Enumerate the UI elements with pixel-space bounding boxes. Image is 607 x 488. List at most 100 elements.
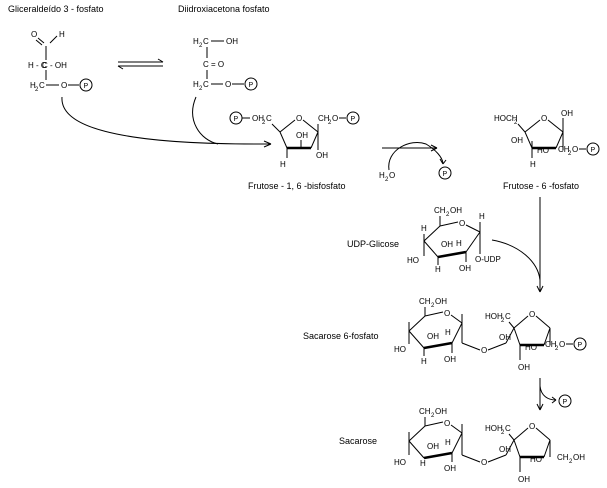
svg-text:O: O [389, 171, 395, 180]
svg-text:CH: CH [434, 206, 446, 215]
svg-text:OH: OH [427, 332, 439, 341]
svg-text:OH: OH [518, 363, 530, 372]
phosphate-circle [79, 78, 93, 92]
svg-text:H: H [193, 37, 199, 46]
water-label: H [379, 171, 385, 180]
svg-text:H: H [445, 328, 451, 337]
svg-text:OH: OH [518, 475, 530, 484]
svg-text:OH: OH [573, 453, 585, 462]
svg-text:H: H [59, 30, 65, 39]
svg-text:HO: HO [525, 343, 537, 352]
svg-text:OH: OH [444, 464, 456, 473]
dephosphorylation-arrow: P [536, 378, 572, 411]
svg-text:P: P [249, 82, 254, 89]
svg-text:OH: OH [561, 109, 573, 118]
sacarose-label: Sacarose [339, 436, 377, 446]
svg-text:HOH: HOH [485, 312, 503, 321]
svg-text:O: O [31, 30, 37, 39]
svg-text:O: O [459, 219, 465, 228]
diidroxiacetona-structure: H 2 C OH C = O H 2 C O P [193, 37, 258, 92]
diidroxiacetona-label: Diidroxiacetona fosfato [178, 4, 270, 14]
svg-text:O-UDP: O-UDP [475, 255, 501, 264]
svg-text:OH: OH [427, 442, 439, 451]
sacarose-structure: CH 2 OH O OH H HO H OH O HOH 2 C O [394, 407, 585, 484]
svg-text:HO: HO [394, 458, 406, 467]
svg-text:2: 2 [328, 120, 332, 126]
svg-text:OH: OH [511, 136, 523, 145]
released-phosphate-2 [558, 394, 572, 408]
svg-text:H: H [435, 265, 441, 274]
svg-text:2: 2 [385, 177, 389, 183]
equilibrium-arrows [117, 58, 164, 70]
svg-text:O: O [444, 419, 450, 428]
svg-text:OH: OH [252, 114, 264, 123]
svg-text:OH: OH [316, 151, 328, 160]
svg-text:P: P [591, 147, 596, 154]
svg-text:O: O [481, 458, 487, 467]
frutose-6-fosfato-label: Frutose - 6 -fosfato [503, 181, 579, 191]
svg-text:H: H [420, 459, 426, 468]
sacarose-6-fosfato-structure: CH 2 OH O OH H HO H OH O HOH 2 C O [394, 297, 587, 372]
svg-text:O: O [541, 114, 547, 123]
svg-text:P: P [578, 342, 583, 349]
udp-glicose-structure: CH 2 OH O H O-UDP H OH H HO H OH [407, 206, 501, 274]
svg-text:P: P [563, 399, 568, 406]
svg-text:C: C [505, 424, 511, 433]
svg-text:OH: OH [441, 240, 453, 249]
svg-text:2: 2 [501, 430, 505, 436]
svg-text:CH: CH [558, 145, 570, 154]
svg-text:O: O [481, 346, 487, 355]
svg-text:CH: CH [419, 407, 431, 416]
svg-text:C: C [266, 114, 272, 123]
svg-text:OH: OH [296, 131, 308, 140]
svg-text:HO: HO [407, 256, 419, 265]
svg-text:2: 2 [501, 318, 505, 324]
svg-text:2: 2 [262, 120, 266, 126]
svg-text:O: O [559, 340, 565, 349]
svg-text:C: C [203, 80, 209, 89]
svg-text:P: P [443, 171, 448, 178]
udp-glicose-curve [491, 239, 541, 281]
svg-text:H: H [193, 80, 199, 89]
svg-text:O: O [444, 309, 450, 318]
condensation-curve-2 [192, 96, 219, 145]
svg-text:2: 2 [199, 43, 203, 49]
udp-glicose-label: UDP-Glicose [347, 239, 399, 249]
svg-text:C: C [505, 312, 511, 321]
svg-text:OH: OH [459, 264, 471, 273]
svg-text:HOH: HOH [485, 424, 503, 433]
svg-text:2: 2 [514, 120, 518, 126]
svg-text:O: O [61, 81, 67, 90]
hydrolysis-arrow: H 2 O P [379, 142, 452, 183]
svg-text:HO: HO [530, 455, 542, 464]
svg-text:CH: CH [545, 340, 557, 349]
svg-text:2: 2 [431, 303, 435, 309]
svg-text:OH: OH [499, 445, 511, 454]
svg-text:H - C: H - C [28, 61, 47, 70]
svg-text:C: C [203, 37, 209, 46]
svg-text:CH: CH [419, 297, 431, 306]
svg-text:2: 2 [431, 413, 435, 419]
svg-text:2: 2 [446, 212, 450, 218]
svg-text:H: H [30, 81, 36, 90]
svg-text:P: P [234, 116, 239, 123]
svg-text:CH: CH [318, 114, 330, 123]
svg-text:OH: OH [499, 333, 511, 342]
svg-text:2: 2 [199, 86, 203, 92]
svg-text:2: 2 [35, 87, 39, 93]
gliceraldeido-label: Gliceraldeído 3 - fosfato [8, 4, 104, 14]
svg-text:P: P [351, 116, 356, 123]
frutose-bisfosfato-structure: P OH 2 C O CH 2 O P OH OH H [229, 111, 360, 169]
svg-text:O: O [529, 422, 535, 431]
svg-text:H: H [479, 212, 485, 221]
svg-text:CH: CH [557, 453, 569, 462]
svg-text:2: 2 [555, 346, 559, 352]
svg-text:OH: OH [444, 355, 456, 364]
svg-text:HO: HO [537, 146, 549, 155]
svg-text:C - OH: C - OH [42, 61, 67, 70]
svg-text:OH: OH [435, 407, 447, 416]
svg-text:HOCH: HOCH [494, 114, 518, 123]
svg-text:H: H [280, 160, 286, 169]
